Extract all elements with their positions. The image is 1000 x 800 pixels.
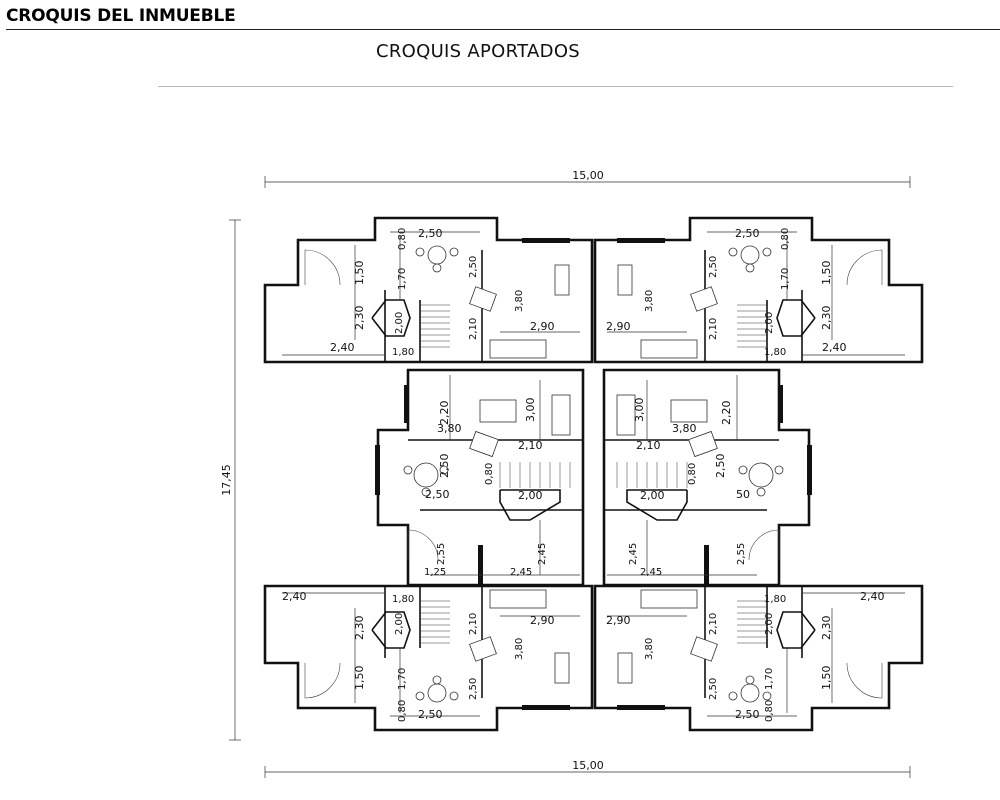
dim-label: 2,00 bbox=[640, 489, 665, 502]
unit-top-right bbox=[593, 216, 924, 364]
subtitle-rule bbox=[158, 86, 953, 87]
dim-label: 2,90 bbox=[530, 614, 555, 627]
dim-label: 2,90 bbox=[606, 320, 631, 333]
dim-label: 2,40 bbox=[860, 590, 885, 603]
dim-label: 2,50 bbox=[438, 454, 451, 479]
dim-label: 2,45 bbox=[510, 567, 532, 578]
dim-label: 1,50 bbox=[820, 666, 833, 691]
dim-label: 2,40 bbox=[282, 590, 307, 603]
dim-label: 2,30 bbox=[820, 306, 833, 331]
dim-label: 0,80 bbox=[764, 700, 775, 722]
dim-label: 0,80 bbox=[397, 700, 408, 722]
dim-label: 2,55 bbox=[736, 543, 747, 565]
dim-label: 2,10 bbox=[708, 613, 719, 635]
dim-label: 2,45 bbox=[640, 567, 662, 578]
dim-label: 3,80 bbox=[672, 422, 697, 435]
dim-label: 2,30 bbox=[353, 306, 366, 331]
dim-label: 2,45 bbox=[537, 543, 548, 565]
dim-label: 2,10 bbox=[636, 439, 661, 452]
dim-label: 3,80 bbox=[514, 290, 525, 312]
unit-bottom-right-labels: 2,40 2,30 1,50 1,80 2,00 1,70 0,80 2,50 … bbox=[606, 590, 885, 722]
dim-label: 2,40 bbox=[330, 341, 355, 354]
unit-top-left: 2,40 1,50 2,30 2,50 0,80 1,70 2,00 1,80 … bbox=[263, 216, 594, 364]
plans-subtitle: CROQUIS APORTADOS bbox=[375, 41, 581, 62]
dim-label: 0,80 bbox=[780, 228, 791, 250]
dim-label: 1,50 bbox=[353, 261, 366, 286]
dim-label: 2,50 bbox=[708, 678, 719, 700]
section-rule bbox=[6, 29, 1000, 30]
dim-label: 1,50 bbox=[353, 666, 366, 691]
dim-label: 2,50 bbox=[418, 708, 443, 721]
dim-bottom-width: 15,00 bbox=[572, 759, 604, 772]
dim-label: 2,10 bbox=[518, 439, 543, 452]
overall-dimensions: 15,00 15,00 17,45 bbox=[220, 169, 911, 778]
unit-bottom-left-labels: 2,40 2,30 1,50 1,80 2,00 1,70 0,80 2,50 … bbox=[282, 590, 555, 722]
dim-label: 1,80 bbox=[764, 347, 786, 358]
unit-middle-right-labels: 2,20 3,80 3,00 2,10 2,50 0,80 50 2,00 2,… bbox=[628, 398, 750, 579]
dim-label: 1,70 bbox=[397, 268, 408, 290]
dim-label: 2,50 bbox=[418, 227, 443, 240]
dim-label: 1,70 bbox=[764, 668, 775, 690]
dim-label: 2,00 bbox=[764, 613, 775, 635]
dim-label: 2,50 bbox=[735, 708, 760, 721]
dim-label: 2,50 bbox=[735, 227, 760, 240]
dim-label: 2,00 bbox=[394, 613, 405, 635]
dim-label: 1,70 bbox=[780, 268, 791, 290]
dim-label: 2,20 bbox=[720, 401, 733, 426]
dim-label: 2,50 bbox=[425, 488, 450, 501]
unit-bottom-left bbox=[263, 584, 594, 732]
dim-label: 3,00 bbox=[633, 398, 646, 423]
dim-label: 0,80 bbox=[397, 228, 408, 250]
dim-label: 2,50 bbox=[468, 256, 479, 278]
dim-label: 1,80 bbox=[392, 347, 414, 358]
dim-label: 1,25 bbox=[424, 567, 446, 578]
dim-label: 3,00 bbox=[524, 398, 537, 423]
dim-label: 2,50 bbox=[714, 454, 727, 479]
dim-label: 3,80 bbox=[644, 290, 655, 312]
unit-top-right-labels: 2,40 1,50 2,30 2,50 0,80 1,70 2,00 1,80 … bbox=[606, 227, 847, 358]
dim-label: 2,10 bbox=[708, 318, 719, 340]
dim-label: 0,80 bbox=[484, 463, 495, 485]
section-title: CROQUIS DEL INMUEBLE bbox=[6, 6, 236, 26]
dim-label: 1,50 bbox=[820, 261, 833, 286]
dim-label: 2,00 bbox=[764, 312, 775, 334]
dim-label: 2,10 bbox=[468, 613, 479, 635]
dim-label: 50 bbox=[736, 488, 750, 501]
dim-label: 0,80 bbox=[687, 463, 698, 485]
dim-label: 1,70 bbox=[397, 668, 408, 690]
dim-label: 2,55 bbox=[436, 543, 447, 565]
dim-label: 2,90 bbox=[530, 320, 555, 333]
dim-label: 2,50 bbox=[468, 678, 479, 700]
dim-label: 2,30 bbox=[820, 616, 833, 641]
dim-label: 3,80 bbox=[644, 638, 655, 660]
dim-label: 2,30 bbox=[353, 616, 366, 641]
dim-label: 2,00 bbox=[518, 489, 543, 502]
dim-label: 2,10 bbox=[468, 318, 479, 340]
dim-label: 2,20 bbox=[438, 401, 451, 426]
dim-label: 3,80 bbox=[437, 422, 462, 435]
unit-bottom-right bbox=[593, 584, 924, 732]
unit-middle-right bbox=[602, 368, 812, 587]
dim-overall-depth: 17,45 bbox=[220, 464, 233, 496]
dim-label: 3,80 bbox=[514, 638, 525, 660]
dim-label: 2,50 bbox=[708, 256, 719, 278]
dim-label: 2,40 bbox=[822, 341, 847, 354]
unit-middle-left: 2,20 3,80 3,00 2,10 2,50 0,80 2,50 2,00 … bbox=[375, 368, 585, 587]
dim-label: 1,80 bbox=[764, 594, 786, 605]
dim-label: 2,90 bbox=[606, 614, 631, 627]
dim-top-width: 15,00 bbox=[572, 169, 604, 182]
dim-label: 2,00 bbox=[394, 312, 405, 334]
dim-label: 2,45 bbox=[628, 543, 639, 565]
dim-label: 1,80 bbox=[392, 594, 414, 605]
